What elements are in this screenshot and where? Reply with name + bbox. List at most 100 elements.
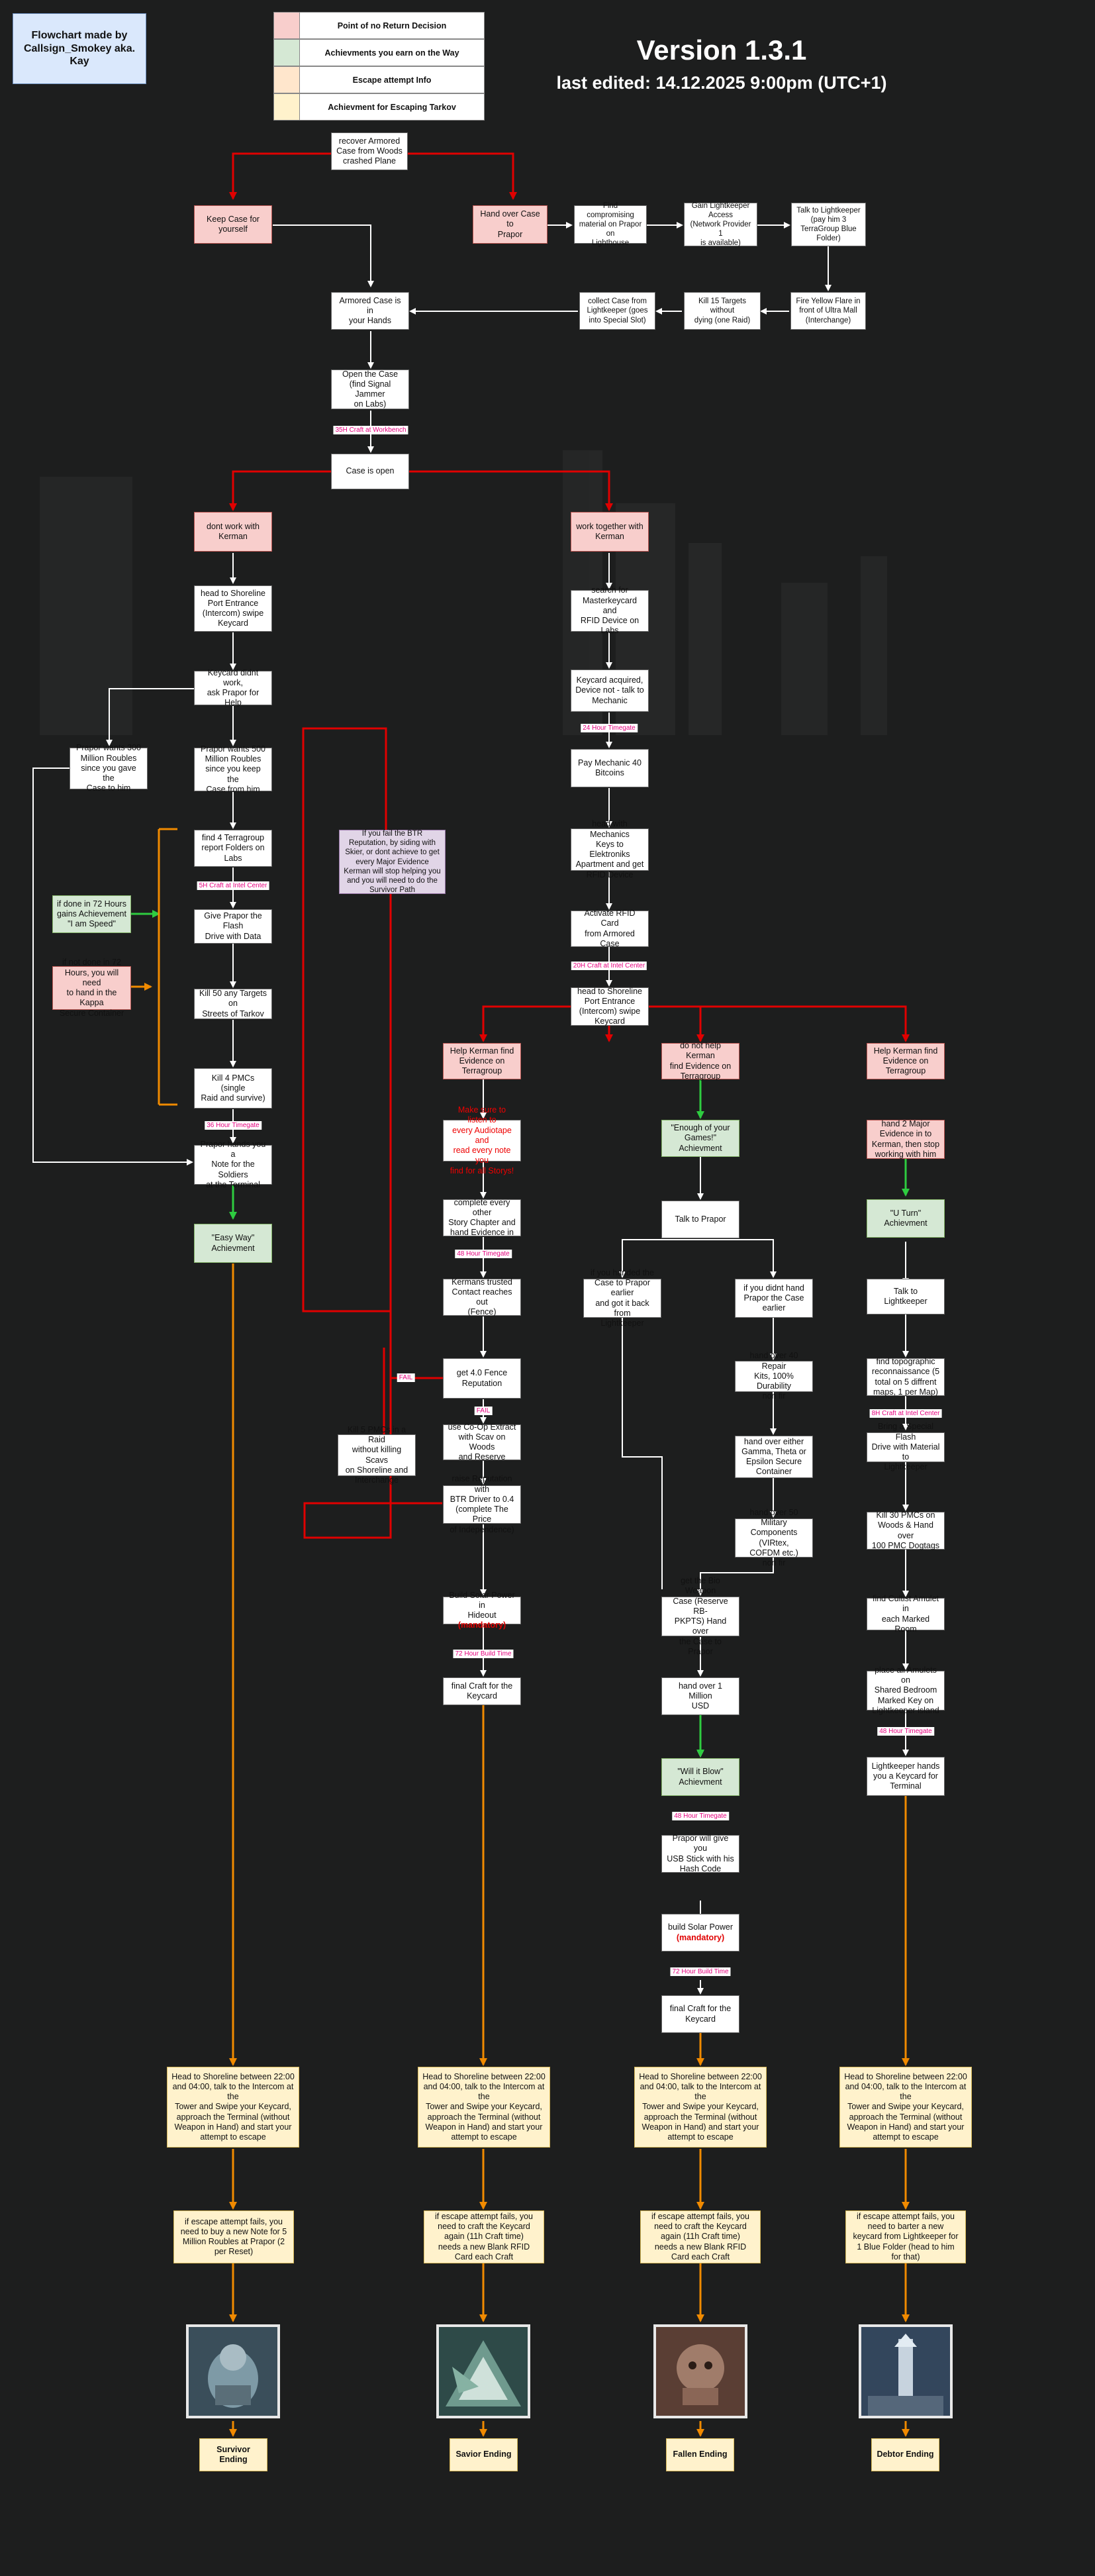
tag-craft-intel-2: 20H Craft at Intel Center bbox=[571, 962, 647, 970]
node-find-cultist: find Cultist Amulet in each Marked Room bbox=[867, 1594, 945, 1634]
savior-ending-icon bbox=[436, 2324, 530, 2418]
version-title: Version 1.3.1 bbox=[636, 34, 807, 66]
node-hand-1m: hand over 1 Million USD bbox=[661, 1677, 739, 1715]
node-shoreline-port: head to Shoreline Port Entrance (Interco… bbox=[194, 585, 272, 632]
escape-info-fallen: Head to Shoreline between 22:00 and 04:0… bbox=[634, 2067, 767, 2148]
node-collect-case: collect Case from Lightkeeper (goes into… bbox=[579, 292, 655, 330]
survivor-ending-icon bbox=[186, 2324, 280, 2418]
escape-info-survivor: Head to Shoreline between 22:00 and 04:0… bbox=[167, 2067, 299, 2148]
node-keep-case: Keep Case for yourself bbox=[194, 205, 272, 244]
tag-timegate-24: 24 Hour Timegate bbox=[581, 724, 638, 732]
node-final-craft-1: final Craft for the Keycard bbox=[443, 1677, 521, 1705]
fail-info-debtor: if escape attempt fails, you need to bar… bbox=[845, 2210, 966, 2263]
ending-label-savior: Savior Ending bbox=[450, 2438, 518, 2471]
legend-label-escape-achievement: Achievment for Escaping Tarkov bbox=[299, 93, 485, 121]
fallen-ending-icon bbox=[653, 2324, 747, 2418]
node-will-it-blow: "Will it Blow" Achievment bbox=[661, 1758, 739, 1796]
fail-info-survivor: if escape attempt fails, you need to buy… bbox=[173, 2210, 294, 2263]
tag-fail-1: FAIL bbox=[397, 1373, 415, 1382]
tag-timegate-48a: 48 Hour Timegate bbox=[455, 1250, 512, 1258]
escape-info-savior: Head to Shoreline between 22:00 and 04:0… bbox=[418, 2067, 550, 2148]
node-gain-lightkeeper: Gain Lightkeeper Access (Network Provide… bbox=[684, 202, 757, 247]
node-case-open: Case is open bbox=[331, 454, 409, 489]
node-enough-games: "Enough of your Games!" Achievment bbox=[661, 1120, 739, 1157]
legend-label-achievement: Achievments you earn on the Way bbox=[299, 39, 485, 66]
node-find-4-folders: find 4 Terragroup report Folders on Labs bbox=[194, 830, 272, 867]
author-credit: Flowchart made by Callsign_Smokey aka. K… bbox=[13, 13, 146, 84]
build-solar-1-text: Build Solar Power in Hideout bbox=[449, 1590, 515, 1620]
node-coop-extract: use Co-Op Extract with Scav on Woods and… bbox=[443, 1422, 521, 1461]
node-hand-2-major: hand 2 Major Evidence in to Kerman, then… bbox=[867, 1119, 945, 1159]
legend-swatch-achievement bbox=[273, 39, 300, 66]
mandatory-1-text: (mandatory) bbox=[457, 1620, 506, 1630]
ending-label-survivor: Survivor Ending bbox=[199, 2438, 267, 2471]
node-hand-40-repair: hand over 40 Repair Kits, 100% Durabilit… bbox=[735, 1351, 813, 1401]
node-get-fence: get 4.0 Fence Reputation bbox=[443, 1358, 521, 1399]
tag-craft-intel-3: 8H Craft at Intel Center bbox=[869, 1409, 942, 1418]
legend-swatch-escape-info bbox=[273, 66, 300, 93]
node-no-help-kerman: do not help Kerman find Evidence on Terr… bbox=[661, 1041, 739, 1081]
escape-info-debtor: Head to Shoreline between 22:00 and 04:0… bbox=[839, 2067, 972, 2148]
node-hand-50-military: hand over 50 Military Components (VIRtex… bbox=[735, 1508, 813, 1567]
node-work-kerman: work together with Kerman bbox=[571, 512, 649, 552]
node-i-am-speed: if done in 72 Hours gains Achievement "I… bbox=[52, 895, 131, 933]
make-sure-text: Make sure to listen to every Audiotape a… bbox=[450, 1105, 514, 1175]
mandatory-2-text: (mandatory) bbox=[676, 1932, 725, 1942]
node-kill-4-pmc: Kill 4 PMCs (single Raid and survive) bbox=[194, 1068, 272, 1109]
node-head-mechanics: head with Mechanics Keys to Elektroniks … bbox=[571, 819, 649, 879]
legend-label-escape-info: Escape attempt Info bbox=[299, 66, 485, 93]
node-talk-lightkeeper-2: Talk to Lightkeeper bbox=[867, 1279, 945, 1314]
tag-fail-2: FAIL bbox=[474, 1407, 493, 1415]
node-find-material: Find compromising material on Prapor on … bbox=[574, 202, 647, 247]
node-raise-btr: raise Reputation with BTR Driver to 0.4 … bbox=[443, 1474, 521, 1534]
tag-craft-intel-1: 5H Craft at Intel Center bbox=[197, 881, 269, 890]
node-if-didnt-hand: if you didnt hand Prapor the Case earlie… bbox=[735, 1279, 813, 1318]
node-place-amulets: place all Amulets on Shared Bedroom Mark… bbox=[867, 1665, 945, 1715]
node-lightkeeper-hands: Lightkeeper hands you a Keycard for Term… bbox=[867, 1757, 945, 1796]
tag-timegate-36a: 36 Hour Timegate bbox=[205, 1121, 262, 1130]
legend-label-decision: Point of no Return Decision bbox=[299, 12, 485, 39]
node-prapor-usb: Prapor will give you USB Stick with his … bbox=[661, 1834, 739, 1873]
ending-label-fallen: Fallen Ending bbox=[666, 2438, 734, 2471]
tag-build-time-2: 72 Hour Build Time bbox=[670, 1967, 731, 1976]
node-kermans-trusted: Kermans trusted Contact reaches out (Fen… bbox=[443, 1277, 521, 1316]
node-hand-gamma: hand over either Gamma, Theta or Epsilon… bbox=[735, 1436, 813, 1478]
node-make-sure: Make sure to listen to every Audiotape a… bbox=[443, 1105, 521, 1175]
legend-swatch-decision bbox=[273, 12, 300, 39]
tag-timegate-48b: 48 Hour Timegate bbox=[672, 1812, 729, 1820]
node-talk-lightkeeper: Talk to Lightkeeper (pay him 3 TerraGrou… bbox=[791, 203, 866, 246]
build-solar-2-text: build Solar Power bbox=[668, 1922, 733, 1932]
node-u-turn: "U Turn" Achievment bbox=[867, 1199, 945, 1238]
node-keycard-acquired: Keycard acquired, Device not - talk to M… bbox=[571, 669, 649, 712]
node-if-handed: if you handed the Case to Prapor earlier… bbox=[583, 1268, 661, 1328]
node-shoreline-port-2: head to Shoreline Port Entrance (Interco… bbox=[571, 987, 649, 1026]
node-dont-work-kerman: dont work with Kerman bbox=[194, 512, 272, 552]
last-edited: last edited: 14.12.2025 9:00pm (UTC+1) bbox=[556, 73, 887, 93]
node-fire-flare: Fire Yellow Flare in front of Ultra Mall… bbox=[790, 292, 866, 330]
node-kappa-container: if not done in 72 Hours, you will need t… bbox=[52, 958, 131, 1018]
debtor-ending-icon bbox=[859, 2324, 953, 2418]
node-final-craft-2: final Craft for the Keycard bbox=[661, 1995, 739, 2033]
node-help-kerman-1: Help Kerman find Evidence on Terragroup bbox=[443, 1043, 521, 1079]
tag-build-time-1: 72 Hour Build Time bbox=[453, 1650, 514, 1658]
node-kill-30-pmc: Kill 30 PMCs on Woods & Hand over 100 PM… bbox=[867, 1511, 945, 1550]
node-prapor-note: Prapor hands you a Note for the Soldiers… bbox=[194, 1140, 272, 1189]
node-complete-every: complete every other Story Chapter and h… bbox=[443, 1198, 521, 1237]
node-search-master: search for Masterkeycard and RFID Device… bbox=[571, 585, 649, 635]
tag-craft-workbench: 35H Craft at Workbench bbox=[333, 426, 408, 434]
tag-timegate-48c: 48 Hour Timegate bbox=[877, 1727, 934, 1736]
node-armored-case-hands: Armored Case is in your Hands bbox=[331, 292, 409, 330]
ending-label-debtor: Debtor Ending bbox=[871, 2438, 939, 2471]
node-kill-15: Kill 15 Targets without dying (one Raid) bbox=[684, 292, 761, 330]
node-prapor-500: Prapor wants 500 Million Roubles since y… bbox=[194, 744, 272, 794]
fail-info-fallen: if escape attempt fails, you need to cra… bbox=[640, 2210, 761, 2263]
node-btr-fail: If you fail the BTR Reputation, by sidin… bbox=[339, 830, 446, 894]
node-keycard-didnt-work: Keycard didnt work, ask Prapor for Help bbox=[194, 668, 272, 707]
node-find-topographic: find topographic reconnaissance (5 total… bbox=[867, 1357, 945, 1397]
node-easy-way-achievement: "Easy Way" Achievment bbox=[194, 1224, 272, 1263]
node-give-flash-drive: Give Prapor the Flash Drive with Data bbox=[194, 909, 272, 944]
node-pay-mechanic: Pay Mechanic 40 Bitcoins bbox=[571, 749, 649, 787]
node-bio-weapon: get the Bio Weapon Case (Reserve RB- PKP… bbox=[661, 1576, 739, 1656]
legend-swatch-escape-achievement bbox=[273, 93, 300, 121]
